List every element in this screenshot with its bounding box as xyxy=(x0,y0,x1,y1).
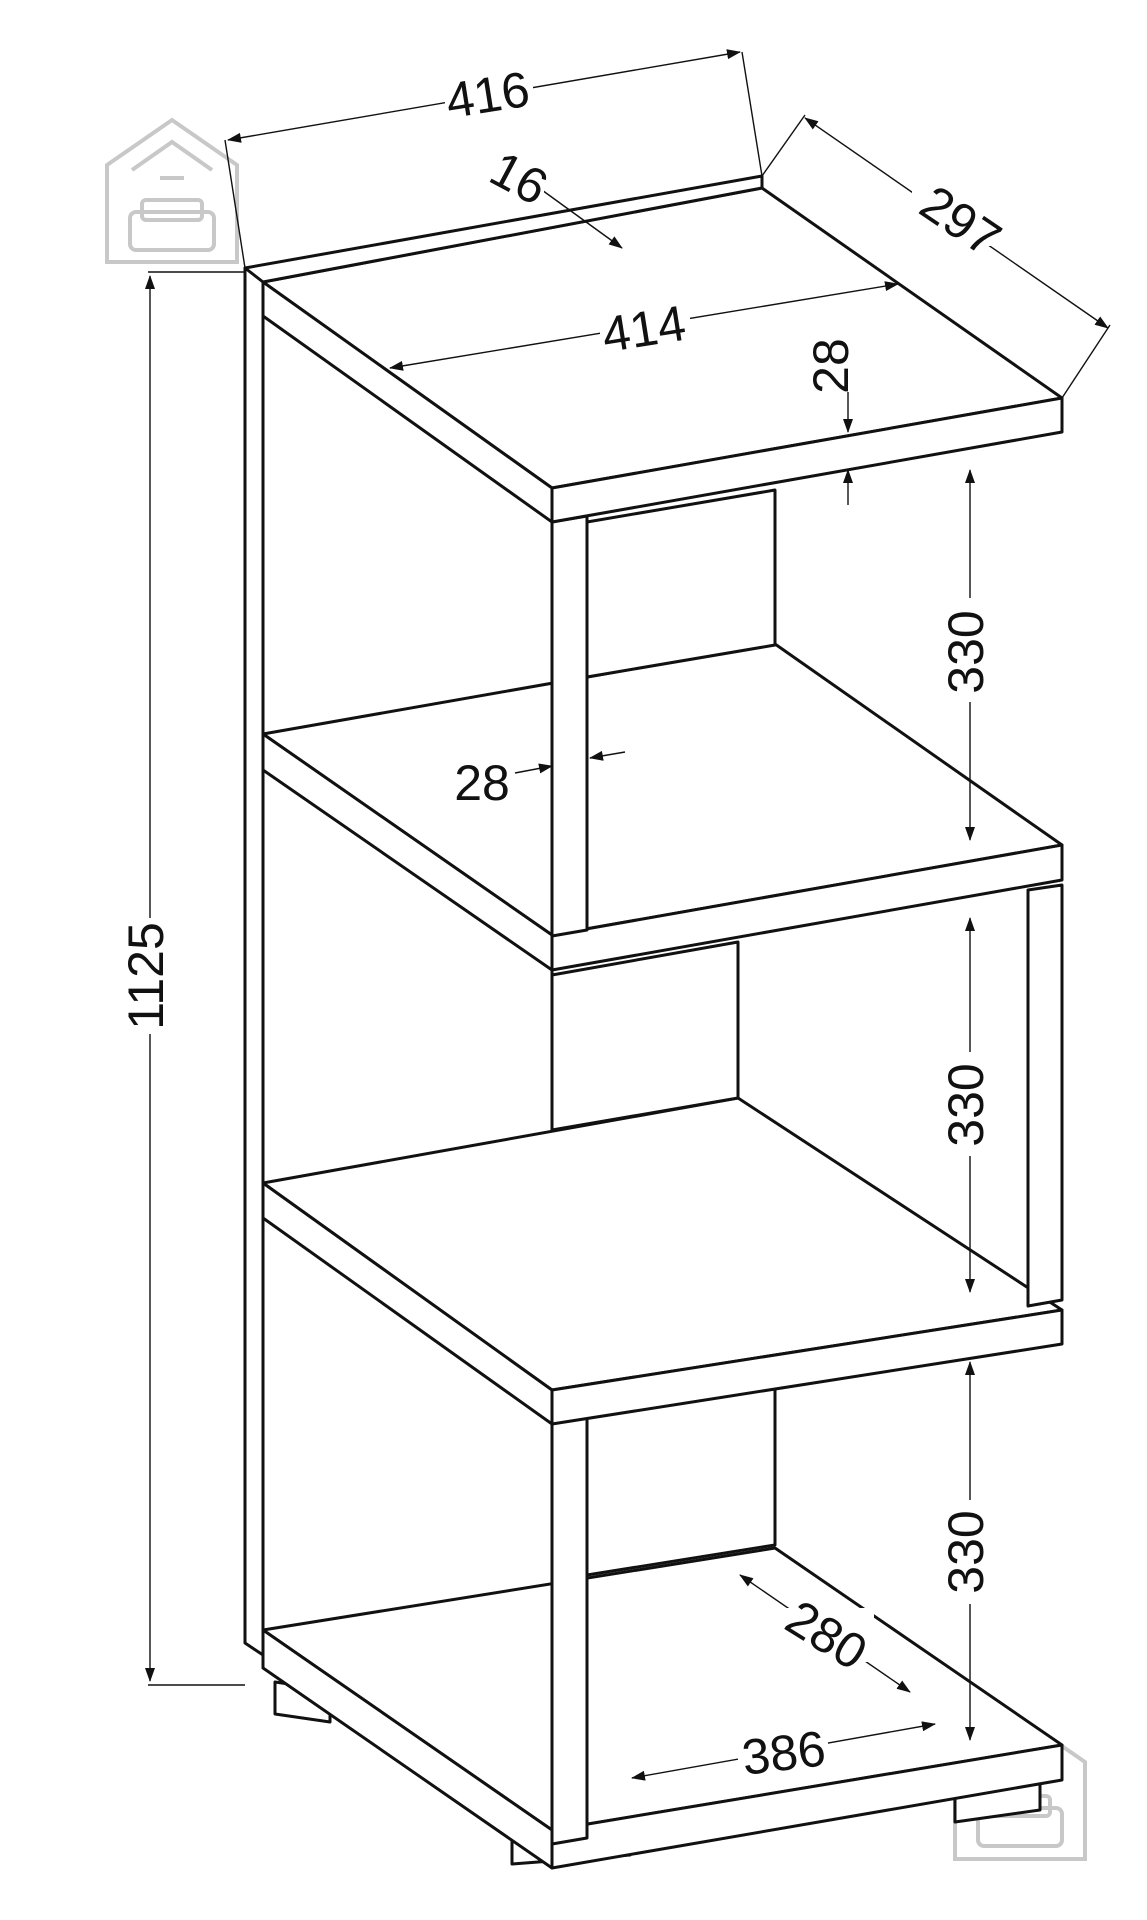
height-1125-label: 1125 xyxy=(118,922,174,1030)
gap-middle-330-label: 330 xyxy=(938,1063,994,1146)
shelf-body xyxy=(243,174,1064,1870)
bottom-width-386-label: 386 xyxy=(739,1720,829,1786)
depth-297-label: 297 xyxy=(910,175,1010,268)
shelf-thickness-28-label: 28 xyxy=(803,338,859,394)
right-vertical-panel xyxy=(1026,883,1064,1308)
width-416-extension-left xyxy=(224,139,246,269)
side-thickness-28-label: 28 xyxy=(454,755,510,811)
gap-top-330-label: 330 xyxy=(938,610,994,693)
lower-vertical-panel xyxy=(550,1410,589,1846)
gap-bottom-330-label: 330 xyxy=(938,1510,994,1593)
left-side-panel xyxy=(243,266,265,1657)
top-thickness-16-leader xyxy=(534,184,623,249)
depth-297-extension-top xyxy=(761,114,806,177)
side-thickness-28-leader-right xyxy=(589,750,626,761)
mid-back-wall xyxy=(550,940,740,1132)
upper-vertical-panel xyxy=(550,514,589,938)
bottom-base-left xyxy=(261,1628,554,1870)
top-panel-back-edge xyxy=(243,174,764,284)
width-416-extension-right xyxy=(741,51,763,177)
width-416-label: 416 xyxy=(442,61,533,129)
depth-297-extension-bottom xyxy=(1061,324,1111,399)
inner-width-414-label: 414 xyxy=(598,295,689,363)
house-sofa-watermark-top-left-icon xyxy=(105,117,239,264)
top-panel-left xyxy=(261,280,554,524)
upper-back-wall xyxy=(585,488,777,679)
side-thickness-28-leader xyxy=(514,763,553,774)
upper-shelf-left xyxy=(261,732,554,972)
middle-shelf-left xyxy=(261,1181,554,1426)
